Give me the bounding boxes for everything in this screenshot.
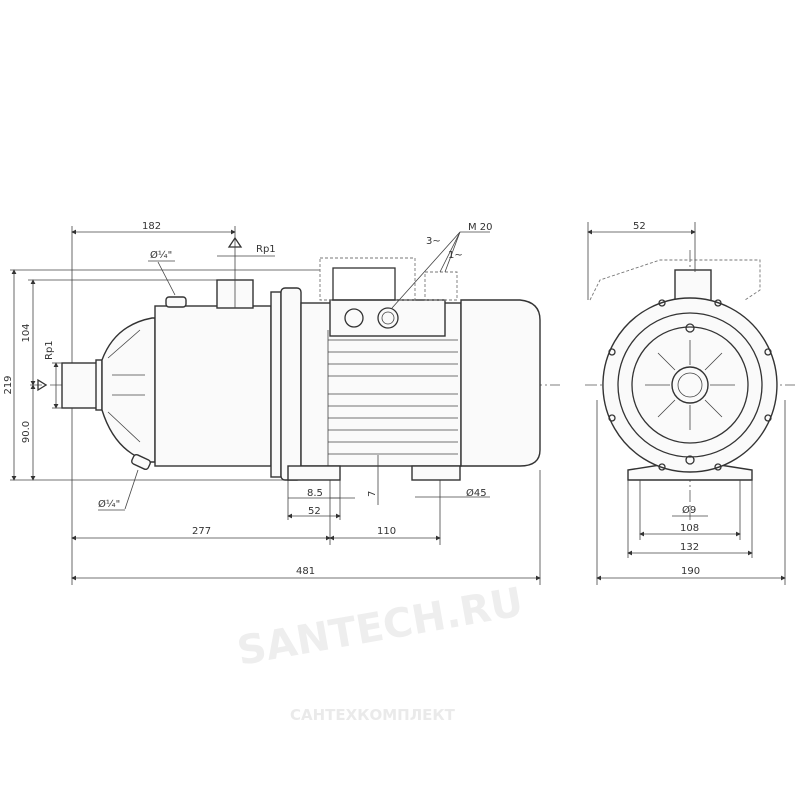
svg-text:САНТЕХКОМПЛЕКТ: САНТЕХКОМПЛЕКТ bbox=[290, 706, 456, 724]
dim-52-front: 52 bbox=[633, 221, 646, 232]
flow-arrow-icon bbox=[37, 378, 48, 392]
dim-45: Ø45 bbox=[466, 487, 487, 499]
cable-gland-icon bbox=[344, 308, 364, 328]
dim-7: 7 bbox=[367, 491, 378, 497]
dim-9: Ø9 bbox=[682, 504, 696, 516]
dim-277: 277 bbox=[192, 526, 211, 537]
drain-bottom-label: Ø¼" bbox=[98, 498, 120, 510]
dim-8-5: 8.5 bbox=[307, 488, 323, 499]
dim-110: 110 bbox=[377, 526, 396, 537]
side-view: 182 Rp1 Ø¼" 219 104 90.0 Rp1 Ø¼" 8.5 52 … bbox=[3, 221, 560, 585]
impeller-vanes bbox=[645, 340, 735, 430]
drain-top-label: Ø¼" bbox=[150, 249, 172, 261]
dim-132: 132 bbox=[680, 542, 699, 553]
flow-arrow-icon bbox=[227, 236, 243, 248]
svg-text:SANTECH.RU: SANTECH.RU bbox=[234, 579, 527, 675]
dim-190: 190 bbox=[681, 566, 700, 577]
cable-gland-label: M 20 bbox=[468, 222, 493, 233]
dim-52-foot: 52 bbox=[308, 506, 321, 517]
callout-3-phase: 3~ bbox=[426, 236, 441, 247]
thread-top-label: Rp1 bbox=[256, 244, 276, 255]
callout-1-phase: 1~ bbox=[448, 250, 463, 261]
front-view: 52 Ø9 108 132 190 bbox=[585, 221, 795, 585]
cable-gland-icon bbox=[377, 307, 399, 329]
thread-inlet-label: Rp1 bbox=[44, 340, 55, 360]
watermark-footer: САНТЕХКОМПЛЕКТ bbox=[290, 706, 456, 724]
dim-90: 90.0 bbox=[21, 421, 32, 443]
dim-104: 104 bbox=[21, 323, 32, 342]
dim-219: 219 bbox=[3, 375, 14, 394]
bolt-holes bbox=[608, 299, 772, 471]
watermark-diagonal: SANTECH.RU bbox=[234, 579, 527, 675]
dim-182: 182 bbox=[142, 221, 161, 232]
motor-fins bbox=[327, 330, 458, 466]
dim-108: 108 bbox=[680, 523, 699, 534]
dim-481: 481 bbox=[296, 566, 315, 577]
